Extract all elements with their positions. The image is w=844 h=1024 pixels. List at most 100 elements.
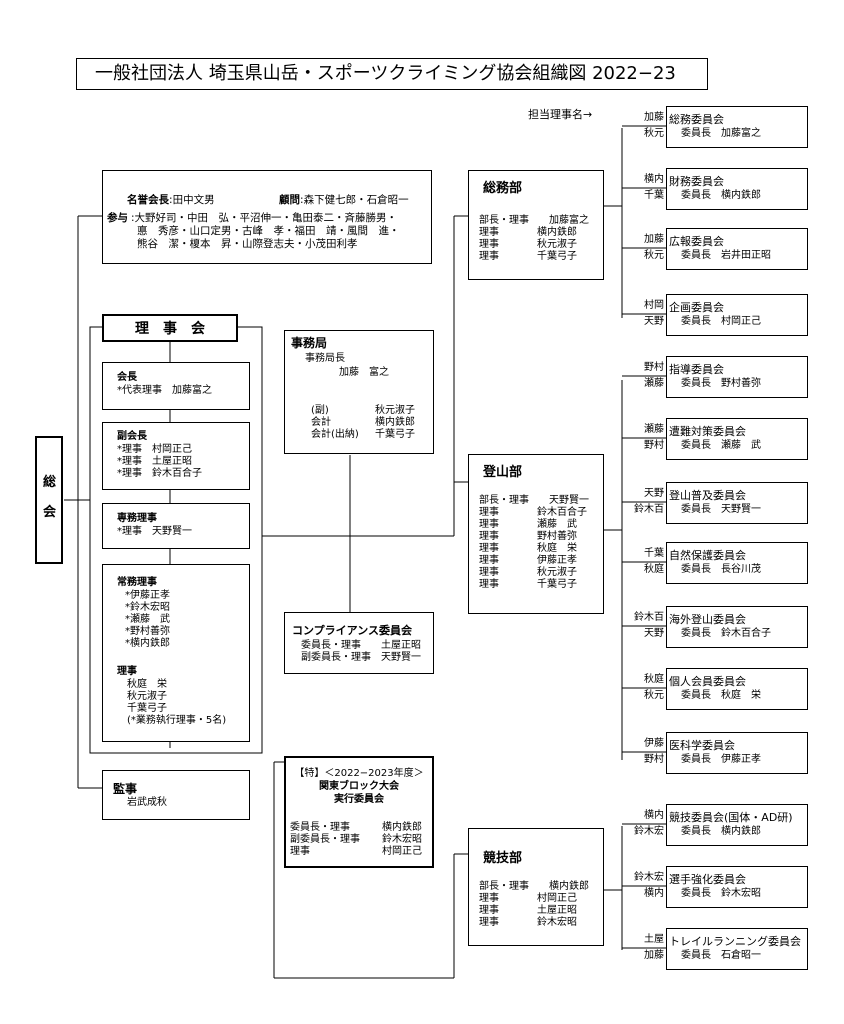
jimukyoku-person: 横内鉄郎 — [375, 417, 415, 428]
kaicho-line: *代表理事 加藤富之 — [117, 385, 212, 396]
kanto-line3: 実行委員会 — [334, 794, 384, 805]
rijikai-title: 理 事 会 — [135, 321, 205, 337]
committee-tanto-2: 野村 — [644, 754, 664, 765]
dept-person: 秋庭 栄 — [537, 543, 577, 554]
dept-person: 伊藤正孝 — [537, 555, 577, 566]
committee-chair: 委員長 野村善弥 — [681, 378, 761, 389]
jimukyoku-person: 秋元淑子 — [375, 405, 415, 416]
meiyo-value: :田中文男 — [169, 194, 215, 206]
dept-name: 登山部 — [483, 465, 523, 480]
committee-tanto-2: 横内 — [644, 888, 664, 899]
jomu-line: *瀬藤 武 — [125, 614, 170, 625]
honors-box: 名誉会長:田中文男 顧問:森下健七郎・石倉昭一 参与 :大野好司・中田 弘・平沼… — [102, 170, 432, 264]
dept-role: 部長・理事 — [479, 881, 529, 892]
committee-chair: 委員長 秋庭 栄 — [681, 690, 761, 701]
committee-chair: 委員長 石倉昭一 — [681, 950, 761, 961]
committee-box: 遭難対策委員会委員長 瀬藤 武 — [666, 418, 808, 460]
sanyo-line: :大野好司・中田 弘・平沼伸一・亀田泰二・斉藤勝男・ — [131, 212, 398, 224]
jomu-line: *鈴木宏昭 — [125, 602, 170, 613]
committee-name: 個人会員委員会 — [669, 675, 746, 688]
committee-box: 医科学委員会委員長 伊藤正孝 — [666, 732, 808, 774]
committee-box: 登山普及委員会委員長 天野賢一 — [666, 482, 808, 524]
dept-role: 理事 — [479, 507, 499, 518]
committee-name: 遭難対策委員会 — [669, 425, 746, 438]
page-title: 一般社団法人 埼玉県山岳・スポーツクライミング協会組織図 2022−23 — [95, 63, 676, 84]
committee-tanto-1: 千葉 — [644, 548, 664, 559]
dept-person: 横内鉄郎 — [537, 227, 577, 238]
tanto-label: 担当理事名→ — [528, 108, 593, 121]
compliance-person: 天野賢一 — [381, 652, 421, 663]
committee-box: 個人会員委員会委員長 秋庭 栄 — [666, 668, 808, 710]
compliance-role: 副委員長・理事 — [301, 652, 371, 663]
dept-person: 鈴木百合子 — [537, 507, 587, 518]
committee-name: 広報委員会 — [669, 235, 724, 248]
kanto-line2: 関東ブロック大会 — [319, 781, 399, 792]
dept-kyogi: 競技部 部長・理事 横内鉄郎 理事 村岡正己 理事 土屋正昭 理事 鈴木宏昭 — [468, 828, 604, 946]
dept-person: 千葉弓子 — [537, 579, 577, 590]
sanyo-line: 悳 秀彦・山口定男・古峰 孝・福田 靖・風間 進・ — [137, 225, 400, 237]
committee-chair: 委員長 長谷川茂 — [681, 564, 761, 575]
committee-chair: 委員長 伊藤正孝 — [681, 754, 761, 765]
dept-person: 秋元淑子 — [537, 239, 577, 250]
kanto-person: 村岡正己 — [382, 846, 422, 857]
dept-tozan: 登山部 部長・理事 天野賢一 理事 鈴木百合子 理事 瀬藤 武 理事 野村善弥 … — [468, 454, 604, 614]
jimukyoku-sub: 事務局長 — [305, 353, 345, 364]
kanto-role: 理事 — [290, 846, 310, 857]
committee-box: 財務委員会委員長 横内鉄郎 — [666, 168, 808, 210]
komon-value: :森下健七郎・石倉昭一 — [300, 194, 409, 206]
sanyo-label: 参与 — [107, 212, 128, 224]
committee-tanto-2: 野村 — [644, 440, 664, 451]
kaicho-label: 会長 — [117, 372, 137, 383]
jomu-line: *横内鉄郎 — [125, 638, 170, 649]
jimukyoku-head: 加藤 富之 — [339, 367, 389, 378]
kanto-person: 横内鉄郎 — [382, 822, 422, 833]
compliance-role: 委員長・理事 — [301, 640, 361, 651]
dept-person: 千葉弓子 — [537, 251, 577, 262]
committee-name: 選手強化委員会 — [669, 873, 746, 886]
committee-tanto-2: 加藤 — [644, 950, 664, 961]
committee-tanto-2: 秋元 — [644, 690, 664, 701]
committee-tanto-2: 秋庭 — [644, 564, 664, 575]
committee-tanto-1: 伊藤 — [644, 738, 664, 749]
kanto-line1: 【特】＜2022−2023年度＞ — [294, 768, 424, 779]
committee-tanto-1: 野村 — [644, 362, 664, 373]
jimukyoku-role: 会計(出納) — [311, 429, 359, 440]
riji-note: (*業務執行理事・5名) — [127, 715, 227, 726]
dept-person: 秋元淑子 — [537, 567, 577, 578]
committee-box: 企画委員会委員長 村岡正己 — [666, 294, 808, 336]
jimukyoku-box: 事務局 事務局長 加藤 富之 (副) 秋元淑子 会計 横内鉄郎 会計(出納) 千… — [284, 330, 434, 454]
riji-line: 秋庭 栄 — [127, 679, 167, 690]
committee-tanto-1: 秋庭 — [644, 674, 664, 685]
committee-tanto-2: 天野 — [644, 628, 664, 639]
dept-role: 部長・理事 — [479, 495, 529, 506]
committee-chair: 委員長 瀬藤 武 — [681, 440, 761, 451]
meiyo-label: 名誉会長 — [127, 194, 170, 206]
committee-chair: 委員長 横内鉄郎 — [681, 826, 761, 837]
compliance-person: 土屋正昭 — [381, 640, 421, 651]
committee-tanto-1: 瀬藤 — [644, 424, 664, 435]
committee-tanto-1: 横内 — [644, 810, 664, 821]
jomu-label: 常務理事 — [117, 577, 157, 588]
kaicho-box: 会長 *代表理事 加藤富之 — [102, 362, 250, 410]
committee-tanto-2: 千葉 — [644, 190, 664, 201]
jimukyoku-role: (副) — [311, 405, 329, 416]
committee-tanto-2: 鈴木百 — [634, 504, 664, 515]
dept-name: 競技部 — [483, 851, 523, 866]
committee-tanto-1: 鈴木百 — [634, 612, 664, 623]
committee-tanto-1: 加藤 — [644, 234, 664, 245]
committee-name: 財務委員会 — [669, 175, 724, 188]
dept-person: 横内鉄郎 — [549, 881, 589, 892]
riji-line: 千葉弓子 — [127, 703, 167, 714]
committee-chair: 委員長 天野賢一 — [681, 504, 761, 515]
committee-chair: 委員長 鈴木宏昭 — [681, 888, 761, 899]
committee-tanto-1: 加藤 — [644, 112, 664, 123]
committee-chair: 委員長 村岡正己 — [681, 316, 761, 327]
jimukyoku-label: 事務局 — [291, 336, 328, 350]
dept-person: 村岡正己 — [537, 893, 577, 904]
komon-label: 顧問 — [279, 194, 301, 206]
dept-somu: 総務部 部長・理事 加藤富之 理事 横内鉄郎 理事 秋元淑子 理事 千葉弓子 — [468, 170, 604, 280]
dept-role: 理事 — [479, 893, 499, 904]
committee-name: トレイルランニング委員会 — [669, 935, 801, 948]
committee-box: 選手強化委員会委員長 鈴木宏昭 — [666, 866, 808, 908]
